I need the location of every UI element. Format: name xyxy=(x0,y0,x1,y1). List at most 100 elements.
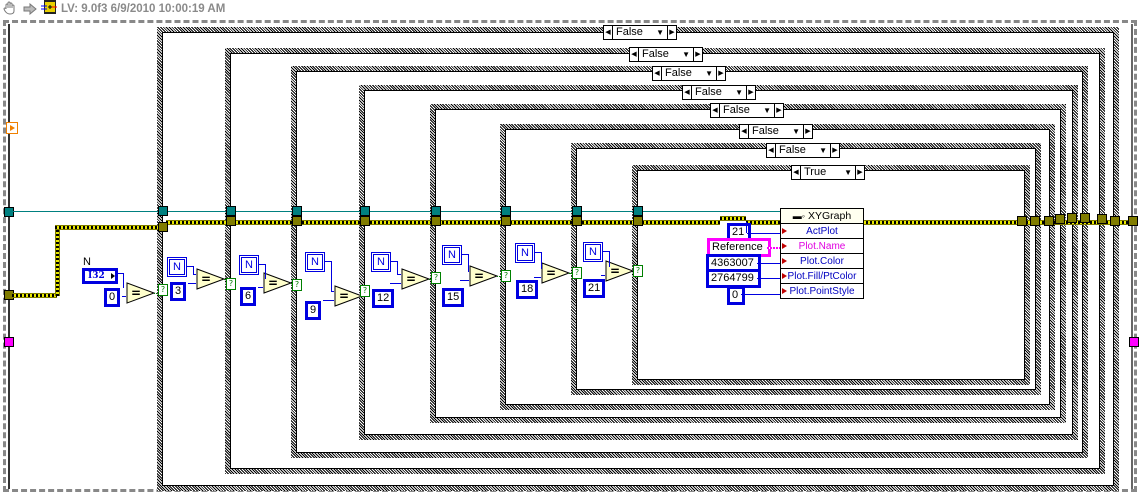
case-selector-5[interactable]: ◀False▼▶ xyxy=(710,103,784,118)
numeric-wire[interactable] xyxy=(468,271,469,272)
increment-arrow-icon[interactable]: ▶ xyxy=(855,166,864,179)
cluster-wire[interactable] xyxy=(166,220,720,225)
case-selector-terminal[interactable]: ? xyxy=(501,270,511,282)
n-local-variable[interactable]: N xyxy=(167,257,187,277)
numeric-wire[interactable] xyxy=(193,266,194,274)
numeric-wire[interactable] xyxy=(541,252,542,268)
numeric-constant[interactable]: 15 xyxy=(442,288,465,307)
string-wire[interactable] xyxy=(767,247,780,249)
cluster-wire-out[interactable] xyxy=(862,220,1132,225)
dropdown-icon[interactable]: ▼ xyxy=(819,146,827,155)
numeric-wire[interactable] xyxy=(757,278,780,279)
case-selector-terminal[interactable]: ? xyxy=(431,272,441,284)
numeric-constant[interactable]: 9 xyxy=(305,301,322,320)
case-selector-8[interactable]: ◀True▼▶ xyxy=(791,165,865,180)
case-selector-terminal[interactable]: ? xyxy=(292,279,302,291)
dropdown-icon[interactable]: ▼ xyxy=(735,88,743,97)
numeric-constant[interactable]: 21 xyxy=(583,279,606,298)
cluster-tunnel[interactable] xyxy=(158,222,168,232)
numeric-wire[interactable] xyxy=(325,261,331,262)
equal-function[interactable]: = xyxy=(605,260,635,282)
cluster-tunnel[interactable] xyxy=(360,216,370,226)
numeric-wire[interactable] xyxy=(462,254,468,255)
equal-function[interactable]: = xyxy=(263,272,293,294)
refnum-wire[interactable] xyxy=(12,211,780,212)
n-local-variable[interactable]: N xyxy=(515,243,535,263)
cluster-output-tunnel[interactable] xyxy=(1097,214,1107,224)
cluster-output-tunnel[interactable] xyxy=(1055,214,1065,224)
cluster-tunnel[interactable] xyxy=(292,216,302,226)
numeric-constant[interactable]: 6 xyxy=(240,287,257,306)
control-n-terminal[interactable]: I32 xyxy=(82,268,118,284)
case-selector-2[interactable]: ◀False▼▶ xyxy=(629,47,703,62)
equal-function[interactable]: = xyxy=(334,285,364,307)
case-selector-terminal[interactable]: ? xyxy=(572,267,582,279)
dropdown-icon[interactable]: ▼ xyxy=(763,106,771,115)
cluster-wire-vertical[interactable] xyxy=(55,226,60,296)
increment-arrow-icon[interactable]: ▶ xyxy=(830,144,839,157)
equal-function[interactable]: = xyxy=(469,265,499,287)
numeric-constant[interactable]: 0 xyxy=(104,288,121,307)
n-local-variable[interactable]: N xyxy=(442,245,462,265)
numeric-wire[interactable] xyxy=(187,266,193,267)
property-actplot[interactable]: ActPlot xyxy=(781,224,863,239)
numeric-wire[interactable] xyxy=(265,264,266,278)
cluster-tunnel[interactable] xyxy=(501,216,511,226)
refnum-tunnel[interactable] xyxy=(158,206,168,216)
numeric-wire[interactable] xyxy=(460,280,469,281)
refnum-tunnel[interactable] xyxy=(292,206,302,216)
numeric-wire[interactable] xyxy=(115,273,124,274)
increment-arrow-icon[interactable]: ▶ xyxy=(693,48,702,61)
numeric-constant[interactable]: 3 xyxy=(170,282,187,301)
numeric-wire[interactable] xyxy=(265,278,266,279)
hand-tool-icon[interactable] xyxy=(3,0,17,19)
increment-arrow-icon[interactable]: ▶ xyxy=(774,104,783,117)
numeric-wire[interactable] xyxy=(541,268,542,269)
decrement-arrow-icon[interactable]: ◀ xyxy=(683,86,692,99)
string-output-tunnel[interactable] xyxy=(1129,337,1139,347)
property-plot-name[interactable]: Plot.Name xyxy=(781,239,863,254)
numeric-wire[interactable] xyxy=(601,275,605,276)
numeric-wire[interactable] xyxy=(331,261,332,291)
refnum-tunnel[interactable] xyxy=(572,206,582,216)
refnum-tunnel[interactable] xyxy=(431,206,441,216)
numeric-wire[interactable] xyxy=(535,252,541,253)
property-plot-fill-color[interactable]: Plot.Fill/PtColor xyxy=(781,269,863,284)
equal-function[interactable]: = xyxy=(196,268,226,290)
increment-arrow-icon[interactable]: ▶ xyxy=(716,67,725,80)
boolean-wire[interactable] xyxy=(497,276,500,277)
case-selector-1[interactable]: ◀False▼▶ xyxy=(603,25,677,40)
numeric-wire[interactable] xyxy=(331,291,334,292)
boolean-wire[interactable] xyxy=(154,293,157,294)
numeric-wire[interactable] xyxy=(123,273,124,288)
cluster-output-tunnel[interactable] xyxy=(1128,216,1138,226)
n-local-variable[interactable]: N xyxy=(305,252,325,272)
numeric-constant[interactable]: 12 xyxy=(372,289,395,308)
cluster-wire-mid[interactable] xyxy=(55,225,161,230)
refnum-tunnel[interactable] xyxy=(633,206,643,216)
decrement-arrow-icon[interactable]: ◀ xyxy=(767,144,776,157)
numeric-wire[interactable] xyxy=(741,294,780,295)
equal-function[interactable]: = xyxy=(541,262,571,284)
cluster-tunnel[interactable] xyxy=(431,216,441,226)
arrow-icon[interactable] xyxy=(23,0,37,19)
case-selector-terminal[interactable]: ? xyxy=(158,284,168,296)
cluster-tunnel[interactable] xyxy=(226,216,236,226)
xygraph-property-node[interactable]: ▬◦ XYGraph ActPlot Plot.Name Plot.Color … xyxy=(780,208,864,299)
numeric-wire[interactable] xyxy=(122,296,126,297)
case-selector-terminal[interactable]: ? xyxy=(226,278,236,290)
string-input-tunnel[interactable] xyxy=(4,337,14,347)
numeric-wire[interactable] xyxy=(747,233,780,234)
cluster-tunnel[interactable] xyxy=(633,216,643,226)
equal-function[interactable]: = xyxy=(401,268,431,290)
case-selector-7[interactable]: ◀False▼▶ xyxy=(766,143,840,158)
n-local-variable[interactable]: N xyxy=(371,252,391,272)
decrement-arrow-icon[interactable]: ◀ xyxy=(711,104,720,117)
property-plot-pointstyle[interactable]: Plot.PointStyle xyxy=(781,284,863,298)
case-selector-terminal[interactable]: ? xyxy=(633,265,643,277)
case-selector-4[interactable]: ◀False▼▶ xyxy=(682,85,756,100)
refnum-tunnel[interactable] xyxy=(360,206,370,216)
decrement-arrow-icon[interactable]: ◀ xyxy=(604,26,613,39)
cluster-output-tunnel[interactable] xyxy=(1080,213,1090,223)
case-selector-3[interactable]: ◀False▼▶ xyxy=(652,66,726,81)
